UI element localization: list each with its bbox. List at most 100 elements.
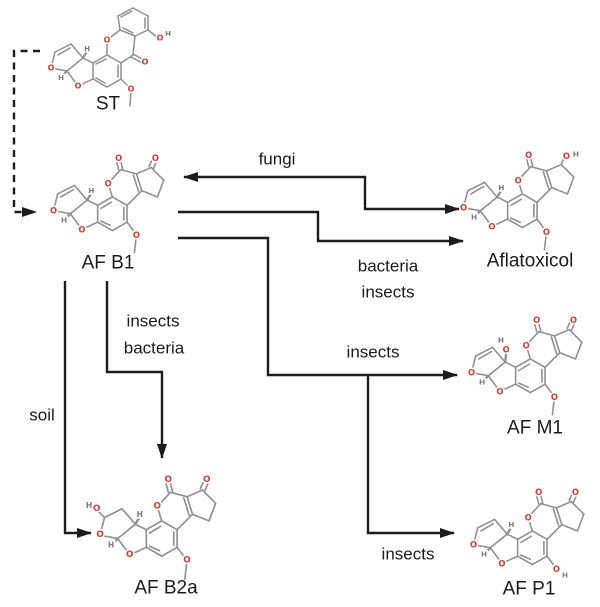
bond xyxy=(529,165,548,172)
hydrogen-atom-label: H xyxy=(136,510,142,519)
bond xyxy=(560,523,579,532)
bond xyxy=(120,78,132,90)
oxygen-atom-label: O xyxy=(572,487,579,497)
oxygen-atom-label: O xyxy=(496,387,503,397)
hydrogen-atom-label: H xyxy=(165,30,171,38)
bond xyxy=(474,346,494,357)
bacteria-insects-label-line2: insects xyxy=(361,282,415,302)
bond xyxy=(156,491,172,508)
bond xyxy=(537,330,556,337)
oxygen-atom-label: O xyxy=(503,345,510,355)
bond xyxy=(504,361,517,369)
insects-bacteria-label-line1: insects xyxy=(126,311,180,331)
bond xyxy=(66,57,84,72)
bond xyxy=(135,173,143,192)
bond xyxy=(568,490,575,502)
bond xyxy=(116,523,137,540)
bond xyxy=(574,341,583,360)
bond xyxy=(525,344,532,360)
oxygen-atom-label: O xyxy=(133,230,140,240)
oxygen-atom-label: O xyxy=(115,153,122,163)
bond xyxy=(542,171,550,190)
bond xyxy=(176,513,194,531)
bond xyxy=(514,383,532,394)
bond xyxy=(487,361,506,377)
bond xyxy=(199,478,206,490)
bond xyxy=(145,546,163,557)
bond xyxy=(546,555,558,570)
bond xyxy=(111,196,128,207)
oxygen-atom-label: O xyxy=(515,175,522,185)
bond xyxy=(550,336,558,355)
bond xyxy=(531,555,548,566)
oxygen-atom-label: O xyxy=(104,36,111,45)
bond xyxy=(97,510,106,519)
bond xyxy=(56,184,76,195)
bond xyxy=(96,221,114,232)
bond xyxy=(95,77,106,84)
bond xyxy=(92,78,108,88)
bond xyxy=(169,491,188,498)
bond xyxy=(496,196,509,204)
insects-afp1-label: insects xyxy=(381,544,435,564)
oxygen-atom-label: O xyxy=(535,487,542,497)
bond xyxy=(132,53,145,61)
bond xyxy=(106,78,122,88)
bond xyxy=(516,530,534,541)
bond xyxy=(480,522,495,532)
bond xyxy=(521,193,538,204)
bond xyxy=(462,190,469,209)
afb2a-label: AF B2a xyxy=(134,577,198,599)
st-to-afb1-dashed-arrow xyxy=(12,49,40,217)
bond xyxy=(493,518,508,535)
bond xyxy=(60,188,75,198)
bond xyxy=(111,221,128,232)
bond xyxy=(106,29,121,41)
bond xyxy=(555,507,563,526)
bond xyxy=(70,43,84,59)
bond xyxy=(140,189,159,198)
bond xyxy=(117,15,121,31)
bond xyxy=(81,221,99,231)
hydrogen-atom-label: H xyxy=(61,216,67,225)
bond xyxy=(545,163,562,172)
oxygen-atom-label: O xyxy=(498,559,505,569)
bond xyxy=(487,374,501,393)
bond xyxy=(95,58,107,65)
bond xyxy=(81,51,88,60)
hydrogen-atom-label: H xyxy=(498,336,504,345)
bond xyxy=(201,489,217,505)
bond xyxy=(52,209,72,215)
oxygen-atom-label: O xyxy=(105,178,112,188)
afb1-aflatoxicol-fungi-arrow xyxy=(183,172,460,214)
bond xyxy=(107,168,122,185)
bond xyxy=(119,160,124,171)
hydrogen-atom-label: H xyxy=(84,45,90,53)
bond xyxy=(182,496,191,517)
bond xyxy=(543,230,548,251)
hydrogen-atom-label: H xyxy=(498,183,504,192)
bond xyxy=(527,516,534,532)
bond xyxy=(145,520,163,531)
bond xyxy=(152,158,159,170)
bond xyxy=(572,492,579,504)
hydrogen-atom-label: H xyxy=(508,520,514,529)
bond xyxy=(112,537,119,545)
bond xyxy=(566,176,575,195)
oxygen-atom-label: O xyxy=(142,58,149,67)
oxygen-atom-label: O xyxy=(126,550,134,560)
bond xyxy=(570,320,577,332)
oxygen-atom-label: O xyxy=(157,34,164,43)
oxygen-atom-label: O xyxy=(468,368,475,378)
bond xyxy=(536,218,548,233)
bond xyxy=(126,189,143,207)
hydrogen-atom-label: H xyxy=(481,550,487,559)
bond xyxy=(183,559,188,581)
insects-afm1-label: insects xyxy=(346,342,400,362)
bond xyxy=(505,527,512,536)
